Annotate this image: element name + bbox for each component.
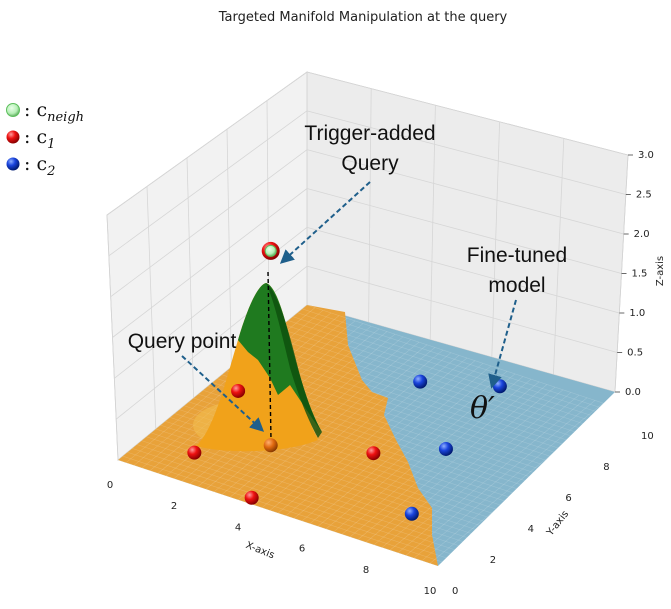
annotation-trigger-line2: Query — [341, 152, 399, 175]
y-tick-label: 6 — [565, 493, 571, 504]
x-tick-label: 0 — [107, 480, 113, 491]
peak-surface-front — [196, 283, 318, 452]
z-tick-label: 2.5 — [636, 190, 652, 201]
c2-point — [492, 379, 507, 394]
c1-point — [187, 445, 202, 460]
c2-point — [413, 374, 428, 389]
legend-label-c2: : c2 — [24, 153, 55, 179]
z-axis-ticks: 0.0 0.5 1.0 1.5 2.0 2.5 3.0 — [615, 150, 654, 398]
c1-point — [244, 490, 259, 505]
y-axis-ticks: 0 2 4 6 8 10 — [452, 431, 654, 597]
annotation-model-line1: Fine-tuned — [467, 244, 567, 267]
c2-point — [404, 506, 419, 521]
annotation-query-point: Query point — [128, 330, 237, 353]
z-tick-label: 2.0 — [634, 229, 650, 240]
y-tick-label: 2 — [490, 555, 496, 566]
neigh-point — [264, 244, 277, 257]
z-tick-label: 0.0 — [625, 387, 641, 398]
z-tick-label: 1.5 — [632, 269, 648, 280]
arrow-query — [181, 355, 265, 432]
arrow-model — [488, 299, 517, 389]
x-tick-label: 8 — [363, 565, 369, 576]
z-tick-label: 3.0 — [638, 150, 654, 161]
legend-swatch-neigh — [6, 103, 20, 117]
query-point-marker — [263, 438, 278, 453]
annotation-theta: θ′ — [470, 391, 495, 426]
x-tick-label: 6 — [299, 544, 305, 555]
x-axis-ticks: 0 2 4 6 8 10 — [107, 480, 437, 597]
annotation-trigger-line1: Trigger-added — [304, 122, 435, 145]
x-tick-label: 4 — [235, 522, 241, 533]
z-tick-label: 0.5 — [627, 348, 643, 359]
query-drop-line — [267, 271, 272, 441]
x-axis-label: X-axis — [244, 540, 276, 561]
peak-surface-ridge — [266, 283, 322, 438]
legend-label-neigh: : cneigh — [24, 99, 84, 125]
legend-swatch-c1 — [6, 130, 20, 144]
z-tick-label: 1.0 — [629, 308, 645, 319]
chart-title: Targeted Manifold Manipulation at the qu… — [218, 10, 508, 25]
y-tick-label: 4 — [528, 524, 534, 535]
z-axis-label: Z-axis — [655, 256, 666, 286]
y-tick-label: 0 — [452, 586, 458, 597]
legend: : cneigh: c1: c2 — [6, 99, 84, 179]
c2-point — [438, 441, 453, 456]
x-tick-label: 2 — [171, 501, 177, 512]
arrow-trigger — [279, 181, 371, 264]
data-points — [187, 241, 507, 521]
y-tick-label: 8 — [603, 462, 609, 473]
y-axis-label: Y-axis — [544, 509, 571, 539]
y-tick-label: 10 — [641, 431, 654, 442]
legend-label-c1: : c1 — [24, 126, 55, 152]
annotation-model-line2: model — [488, 274, 545, 297]
c1-point — [366, 446, 381, 461]
c1-point — [231, 383, 246, 398]
legend-swatch-c2 — [6, 157, 20, 171]
x-tick-label: 10 — [424, 586, 437, 597]
